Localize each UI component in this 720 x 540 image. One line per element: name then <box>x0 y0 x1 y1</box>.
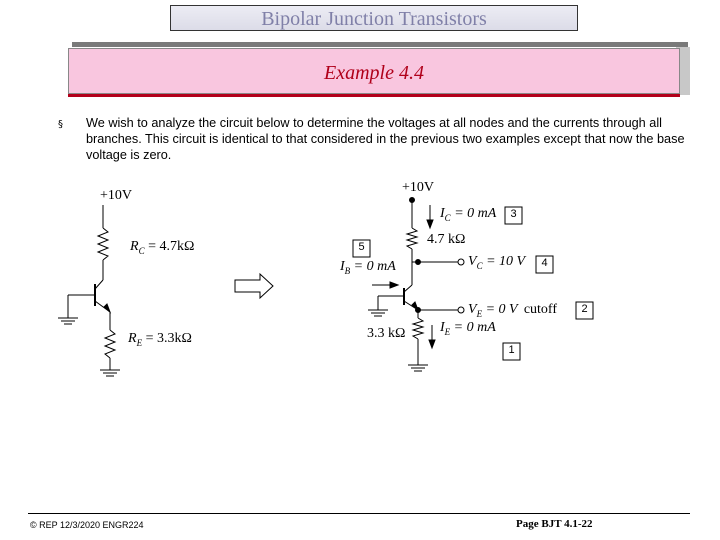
right-vc-label: VC = 10 V <box>468 254 526 271</box>
page-number: Page BJT 4.1-22 <box>516 518 593 530</box>
footer-divider <box>28 513 690 514</box>
left-circuit <box>58 205 120 377</box>
badge-5-label: 5 <box>358 241 365 253</box>
re-resistor-right <box>411 317 425 340</box>
node-badges <box>352 206 594 361</box>
right-supply-label: +10V <box>402 180 435 195</box>
right-circuit <box>368 197 465 372</box>
left-rc-label: RC = 4.7kΩ <box>130 239 195 256</box>
badge-5 <box>352 239 371 258</box>
bullet-marker: § <box>58 119 63 130</box>
transform-arrow <box>234 272 274 300</box>
title-shadow <box>72 42 688 47</box>
badge-4-label: 4 <box>541 257 548 269</box>
right-ve-label: VE = 0 V cutoff <box>468 302 557 319</box>
badge-3 <box>504 206 523 225</box>
badge-2-label: 2 <box>581 303 588 315</box>
title-underline <box>68 94 680 97</box>
right-ic-label: IC = 0 mA <box>440 206 497 223</box>
header-title: Bipolar Junction Transistors <box>170 5 578 31</box>
badge-3-label: 3 <box>510 208 517 220</box>
right-ie-label: IE = 0 mA <box>440 320 496 337</box>
re-resistor-left <box>103 329 117 359</box>
left-re-label: RE = 3.3kΩ <box>128 331 192 348</box>
rc-resistor-right <box>405 227 419 250</box>
right-rc-label: 4.7 kΩ <box>427 232 466 247</box>
left-supply-label: +10V <box>100 188 133 203</box>
badge-1 <box>502 342 521 361</box>
rc-resistor-left <box>96 227 110 261</box>
footer-copyright: © REP 12/3/2020 ENGR224 <box>30 520 144 530</box>
problem-statement: We wish to analyze the circuit below to … <box>86 116 685 162</box>
badge-2 <box>575 301 594 320</box>
badge-4 <box>535 255 554 274</box>
badge-1-label: 1 <box>508 344 515 356</box>
right-ib-label: IB = 0 mA <box>340 259 396 276</box>
right-re-label: 3.3 kΩ <box>367 326 406 341</box>
slide-title: Example 4.4 <box>68 48 680 94</box>
